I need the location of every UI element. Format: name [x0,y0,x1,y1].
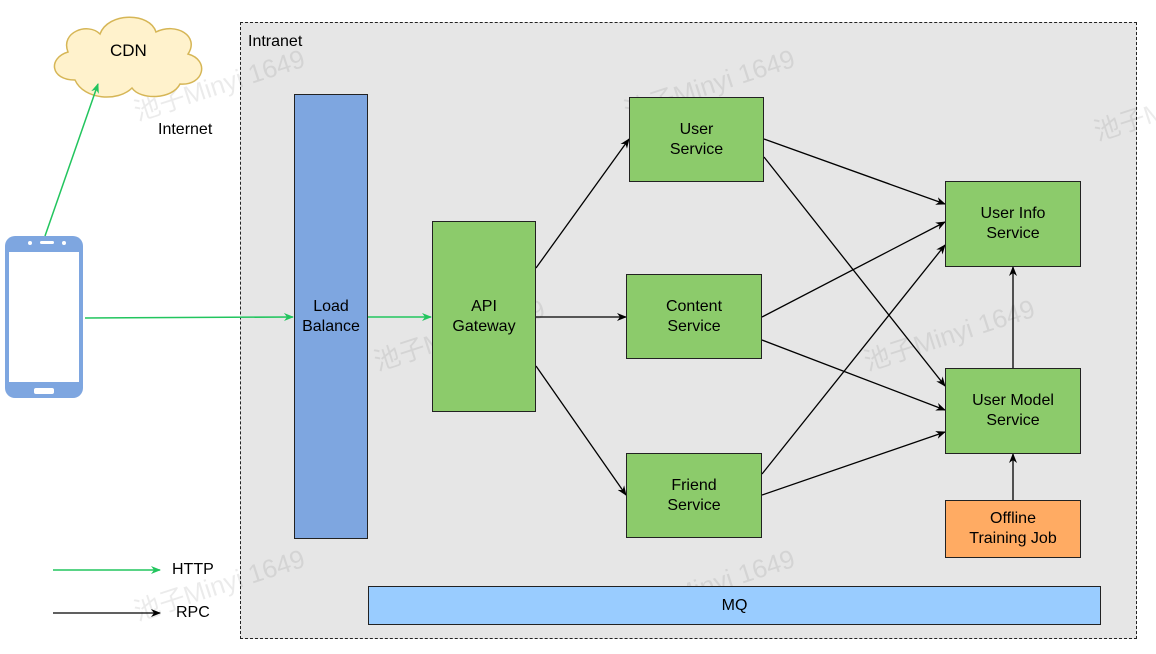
friend-service-box: Friend Service [626,453,762,538]
user-info-service-box: User Info Service [945,181,1081,267]
user-service-box: User Service [629,97,764,182]
friend-service-to-user-info-arrow [761,244,946,475]
internet-label: Internet [158,121,213,138]
cdn-label: CDN [110,41,147,60]
load-balance-box: Load Balance [294,94,368,539]
user-model-service-box: User Model Service [945,368,1081,454]
gateway-to-user-service-arrow [535,138,630,269]
friend-service-to-user-model-arrow [761,431,946,496]
mq-box: MQ [368,586,1101,625]
content-service-box: Content Service [626,274,762,359]
phone-to-load-balance-arrow [84,313,294,322]
mobile-phone-icon [5,236,83,398]
intranet-label: Intranet [248,33,303,50]
user-service-to-user-info-arrow [763,138,946,205]
content-service-to-user-model-arrow [761,339,946,411]
cdn-cloud-icon [53,16,203,98]
content-service-to-user-info-arrow [761,221,946,318]
api-gateway-box: API Gateway [432,221,536,412]
user-service-to-user-model-arrow [763,156,946,387]
offline-training-job-box: Offline Training Job [945,500,1081,558]
phone-to-cdn-arrow [44,83,99,237]
legend-http-label: HTTP [172,561,214,578]
gateway-to-friend-service-arrow [535,365,627,496]
legend-rpc-label: RPC [176,604,210,621]
